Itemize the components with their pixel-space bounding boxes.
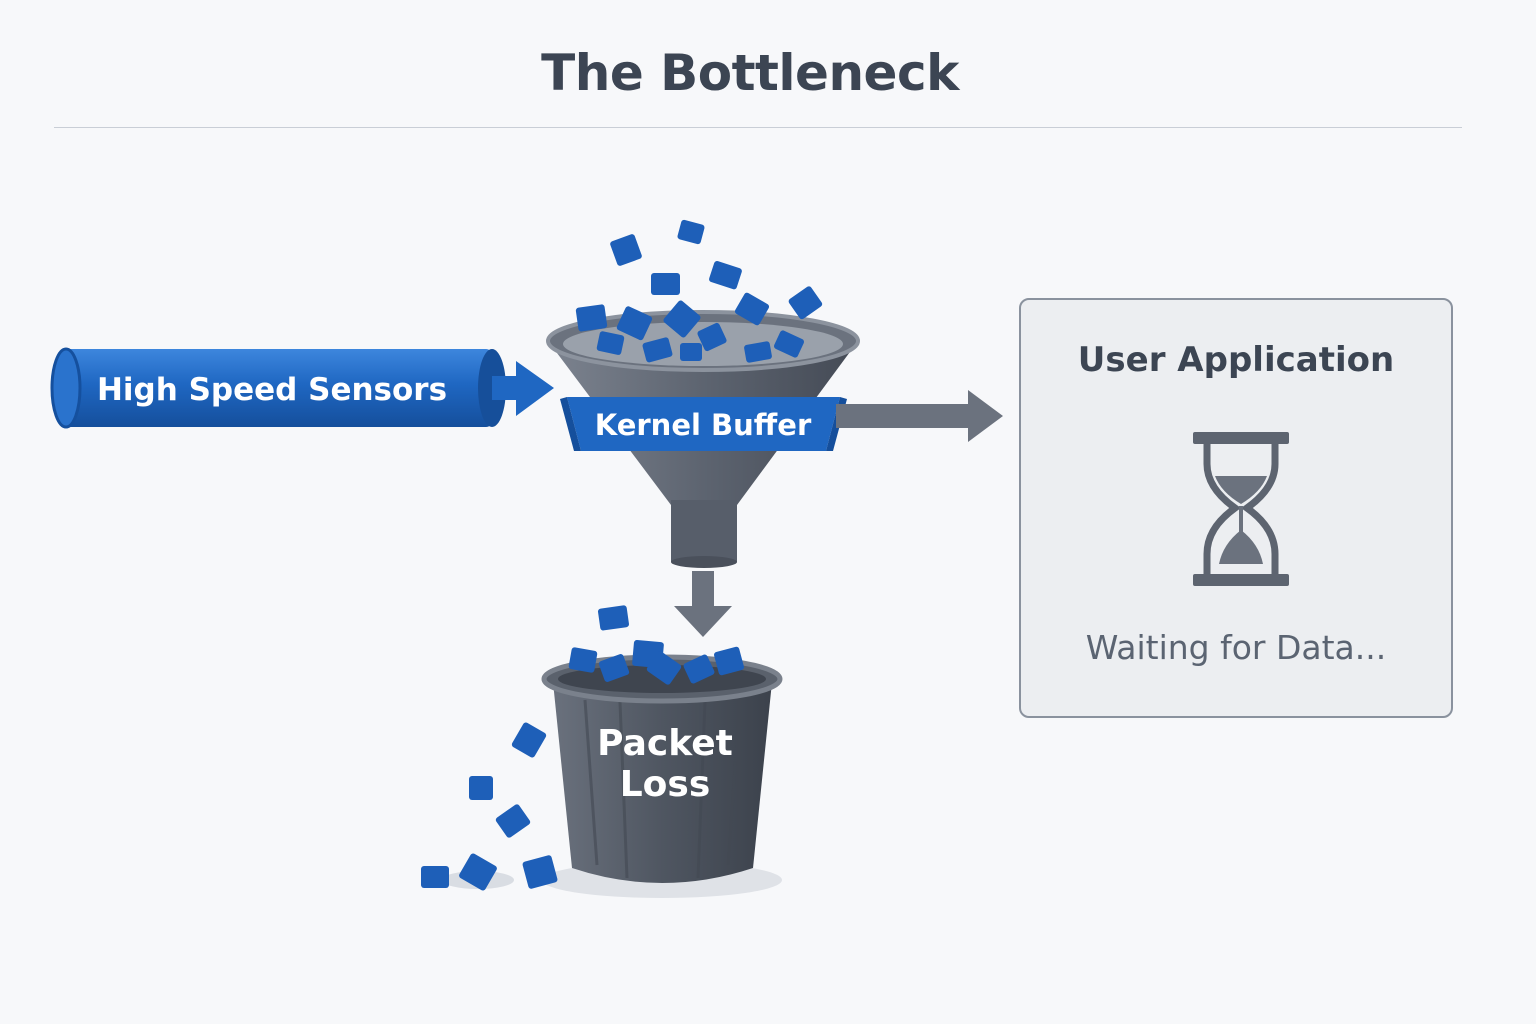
packet-icon	[598, 654, 630, 682]
packet-icon	[651, 273, 680, 295]
sensors-label: High Speed Sensors	[97, 372, 447, 408]
page-title: The Bottleneck	[541, 44, 959, 102]
packet-icon	[788, 286, 823, 320]
packet-icon	[646, 651, 682, 685]
packet-icon	[616, 306, 653, 341]
packet-icon	[734, 292, 770, 326]
packet-icon	[663, 300, 701, 338]
packet-icon	[575, 304, 608, 332]
kernel-buffer-label: Kernel Buffer	[595, 408, 812, 442]
packet-icon	[773, 330, 805, 358]
packet-icon	[709, 260, 742, 290]
packet-icon	[680, 343, 702, 361]
arrow-buffer-to-application	[836, 390, 1003, 442]
packet-loss-label-line2: Loss	[620, 764, 711, 805]
title-divider	[54, 127, 1462, 128]
kernel-buffer-banner: Kernel Buffer	[560, 397, 847, 451]
arrow-sensors-to-buffer	[492, 361, 554, 416]
packet-icon	[495, 804, 531, 838]
dropped-packets	[568, 605, 744, 685]
packet-icon	[469, 776, 493, 800]
packet-icon	[683, 654, 715, 684]
packet-icon	[421, 866, 449, 888]
packet-icon	[677, 219, 705, 245]
packet-icon	[714, 646, 744, 676]
packet-icon	[610, 234, 642, 266]
packet-icon	[511, 722, 547, 758]
packet-icon	[642, 337, 673, 363]
spilled-packets	[421, 722, 558, 891]
packet-icon	[744, 341, 772, 363]
packet-icon	[459, 853, 497, 891]
packet-icon	[568, 647, 598, 673]
packet-icon	[697, 322, 727, 352]
user-application-title: User Application	[1077, 340, 1395, 380]
packet-loss-label-line1: Packet	[597, 723, 733, 764]
packet-icon	[596, 331, 625, 355]
incoming-packets	[575, 219, 823, 363]
hourglass-icon	[1193, 432, 1289, 586]
packet-icon	[522, 855, 558, 889]
packet-icon	[597, 605, 629, 631]
user-application-panel: User Application Waiting for Data...	[1019, 298, 1453, 718]
sensor-pipe: High Speed Sensors	[50, 347, 506, 429]
arrow-buffer-to-packet-loss	[674, 571, 732, 637]
user-application-status: Waiting for Data...	[1085, 628, 1387, 667]
